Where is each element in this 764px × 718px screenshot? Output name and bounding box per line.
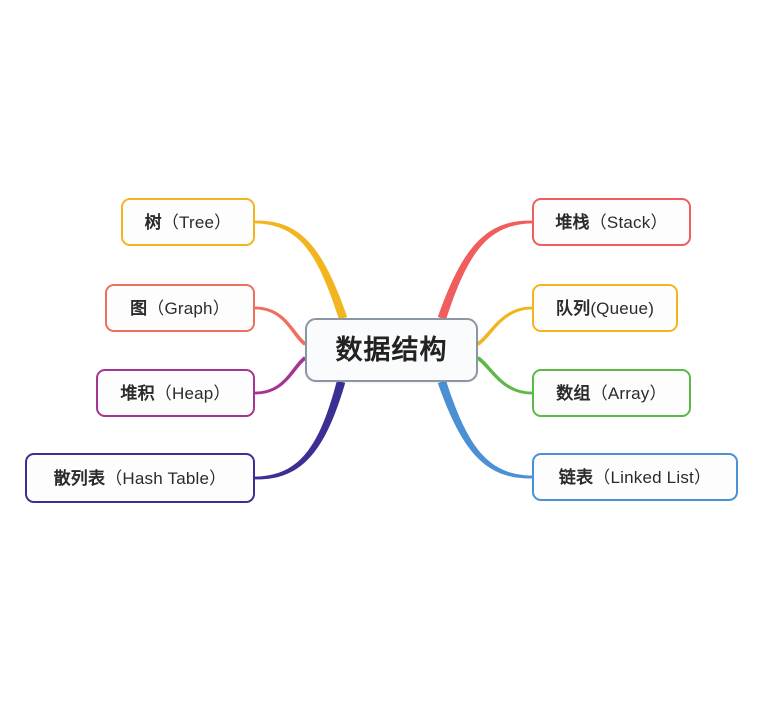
node-graph[interactable]: 图（Graph） [105, 284, 255, 332]
node-tree-label: 树（Tree） [144, 212, 232, 232]
connector-queue [476, 306, 533, 346]
node-heap[interactable]: 堆积（Heap） [96, 369, 255, 417]
node-graph-label: 图（Graph） [130, 298, 230, 318]
node-stack[interactable]: 堆栈（Stack） [532, 198, 691, 246]
node-array-label: 数组（Array） [556, 383, 667, 403]
connector-array [476, 356, 533, 395]
connector-graph [254, 306, 307, 346]
node-stack-label: 堆栈（Stack） [555, 212, 668, 232]
connector-heap [254, 356, 307, 395]
connector-tree [254, 220, 348, 320]
center-node[interactable]: 数据结构 [305, 318, 478, 382]
node-hashtable[interactable]: 散列表（Hash Table） [25, 453, 255, 503]
connector-stack [437, 220, 533, 320]
node-hashtable-label: 散列表（Hash Table） [53, 468, 227, 488]
node-array[interactable]: 数组（Array） [532, 369, 691, 417]
node-linkedlist[interactable]: 链表（Linked List） [532, 453, 738, 501]
node-queue-label: 队列(Queue) [555, 298, 655, 318]
node-tree[interactable]: 树（Tree） [121, 198, 255, 246]
node-linkedlist-label: 链表（Linked List） [558, 467, 712, 487]
center-node-label: 数据结构 [335, 334, 448, 365]
connector-linkedlist [437, 380, 533, 479]
connector-hashtable [254, 380, 346, 480]
node-queue[interactable]: 队列(Queue) [532, 284, 678, 332]
node-heap-label: 堆积（Heap） [120, 383, 231, 403]
